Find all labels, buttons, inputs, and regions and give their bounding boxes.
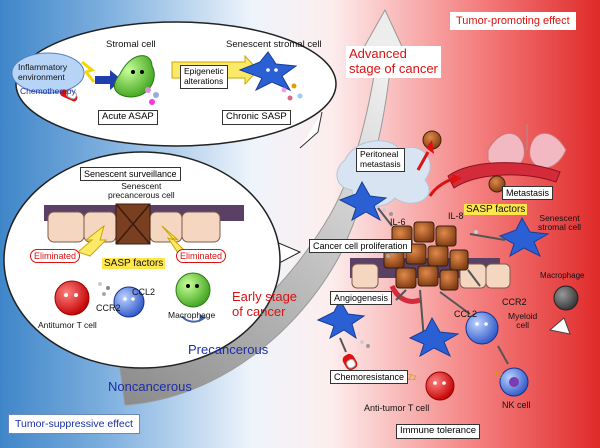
immune-tolerance-box: Immune tolerance	[396, 424, 481, 439]
stromal-cell-label: Stromal cell	[106, 39, 156, 50]
tumor-promoting-label: Tumor-promoting effect	[450, 12, 576, 30]
zz-left-label: Zz	[408, 373, 417, 382]
epigenetic-line-2: alterations	[184, 75, 224, 86]
ccl2-right-label: CCL2	[454, 309, 478, 319]
senescent-surveillance-box: Senescent surveillance	[80, 167, 181, 182]
early-stage-label: Early stage of cancer	[232, 289, 298, 320]
precancerous-cell-line-1: Senescent	[121, 181, 162, 191]
advanced-stage-line-1: Advanced	[349, 46, 407, 61]
macrophage-right-label: Macrophage	[540, 271, 585, 280]
precancerous-label: Precancerous	[188, 342, 269, 357]
il8-label: IL-8	[448, 211, 464, 221]
inflammatory-line-2: environment	[18, 72, 65, 82]
cancer-cell-proliferation-box: Cancer cell proliferation	[309, 239, 412, 254]
advanced-stage-label: Advanced stage of cancer	[346, 46, 441, 78]
anti-tumor-t-cell-label: Anti-tumor T cell	[364, 403, 430, 413]
early-stage-line-2: of cancer	[232, 303, 286, 319]
peritoneal-metastasis-box: Peritoneal metastasis	[356, 148, 405, 172]
senescent-stromal-line-1: Senescent	[539, 213, 580, 223]
angiogenesis-box: Angiogenesis	[330, 291, 393, 306]
precancerous-cell-line-2: precancerous cell	[108, 190, 175, 201]
macrophage-left-label: Macrophage	[168, 310, 216, 320]
inflammatory-line-1: Inflammatory	[18, 62, 68, 72]
peritoneal-line-2: metastasis	[360, 158, 401, 169]
senescent-stromal-line-2: stromal cell	[538, 222, 581, 233]
early-stage-line-1: Early stage	[232, 289, 298, 304]
ccr2-right-label: CCR2	[502, 297, 527, 307]
sasp-factors-left-label: SASP factors	[102, 258, 166, 269]
eliminated-left-badge: Eliminated	[30, 249, 81, 264]
senescent-stromal-cell-label: Senescent stromal cell	[226, 39, 322, 50]
noncancerous-label: Noncancerous	[108, 379, 192, 394]
eliminated-right-badge: Eliminated	[176, 249, 227, 264]
chemotherapy-label: Chemotherapy	[20, 86, 76, 96]
metastasis-box: Metastasis	[502, 186, 554, 201]
myeloid-cell-label: Myeloid cell	[508, 311, 538, 331]
zz-right-label: Zz	[494, 371, 503, 380]
peritoneal-line-1: Peritoneal	[360, 149, 399, 159]
nk-cell-label: NK cell	[502, 400, 531, 410]
top-bubble-artwork	[11, 51, 303, 105]
myeloid-line-1: Myeloid	[508, 311, 538, 321]
il6-label: IL-6	[390, 217, 406, 227]
tumor-suppressive-label: Tumor-suppressive effect	[8, 414, 140, 434]
antitumor-t-cell-label: Antitumor T cell	[38, 320, 97, 330]
acute-asap-box: Acute ASAP	[98, 110, 158, 125]
ccr2-left-label: CCR2	[96, 303, 121, 313]
epigenetic-line-1: Epigenetic	[184, 66, 224, 76]
ccl2-left-label: CCL2	[132, 287, 156, 297]
myeloid-line-2: cell	[516, 320, 530, 331]
inflammatory-environment-label: Inflammatory environment	[18, 62, 67, 82]
senescent-precancerous-cell-label: Senescent precancerous cell	[108, 181, 175, 201]
chronic-sasp-box: Chronic SASP	[222, 110, 291, 125]
epigenetic-alterations-box: Epigenetic alterations	[180, 65, 228, 89]
chemoresistance-box: Chemoresistance	[330, 370, 409, 385]
left-bubble-artwork	[44, 203, 244, 323]
senescent-stromal-cell-right-label: Senescent stromal cell	[538, 213, 581, 233]
advanced-stage-line-2: stage of cancer	[349, 60, 438, 76]
sasp-factors-right-label: SASP factors	[464, 204, 528, 215]
